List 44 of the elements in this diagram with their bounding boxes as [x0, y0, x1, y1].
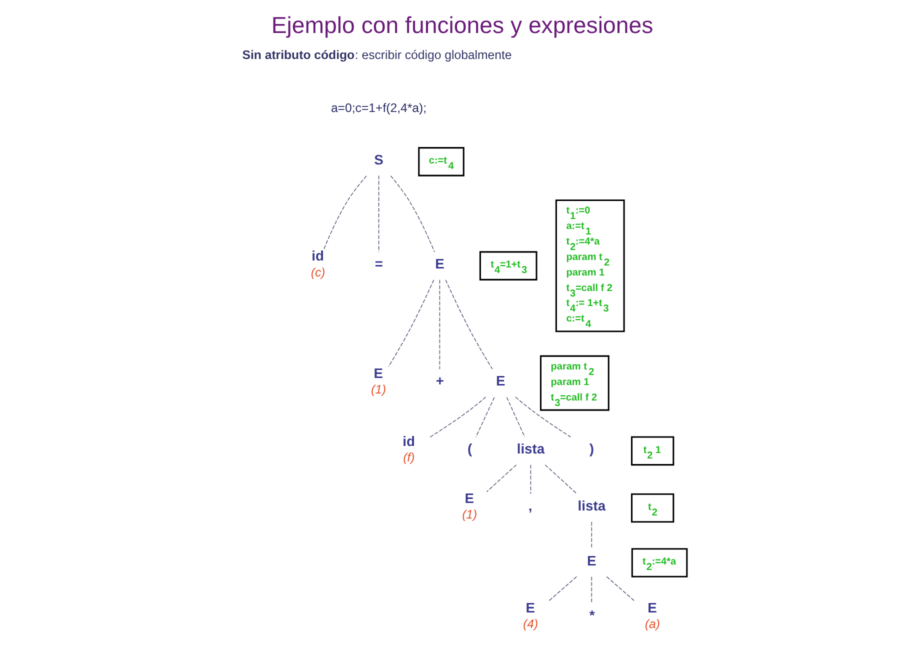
node-label: (f)	[403, 450, 415, 465]
connector	[591, 576, 592, 604]
connector	[515, 396, 572, 438]
connector	[476, 396, 495, 438]
connector	[323, 175, 367, 250]
node-text: S	[374, 151, 384, 168]
node-text: id	[402, 432, 416, 449]
connector	[548, 576, 577, 602]
node-label: (1)	[371, 382, 386, 397]
node-text: =	[374, 255, 384, 272]
node-text: lista	[578, 498, 606, 514]
connector	[486, 464, 517, 492]
node-text: E	[374, 364, 384, 381]
node-text: lista	[516, 440, 545, 457]
node-label: (a)	[644, 617, 660, 632]
connector	[430, 396, 486, 438]
label: a=0;c=1+f(2,4*a);	[330, 101, 427, 116]
connector	[530, 464, 532, 494]
node-text: E	[648, 599, 657, 616]
node-label: (1)	[462, 508, 478, 522]
connector	[388, 280, 434, 368]
node-text: )	[589, 440, 594, 457]
connector	[591, 522, 592, 549]
node-text: ,	[528, 498, 532, 514]
node-text: +	[436, 372, 444, 389]
node-text: E	[526, 599, 535, 616]
node-text: E	[496, 372, 506, 389]
node-text: E	[435, 255, 444, 272]
node-text: *	[589, 607, 595, 624]
connector	[445, 280, 493, 370]
node-text: (	[467, 440, 472, 457]
node-text: id	[312, 248, 324, 264]
diagram-title: Ejemplo con funciones y expresiones	[271, 12, 654, 38]
connector	[506, 396, 526, 438]
node-text: E	[464, 490, 474, 506]
node-label: (c)	[310, 265, 326, 280]
connector	[544, 464, 578, 494]
connector	[606, 576, 636, 602]
node-text: E	[587, 552, 596, 568]
connector	[378, 175, 380, 252]
node-label: (4)	[523, 617, 538, 632]
connector	[390, 176, 435, 252]
label: Sin atributo código: escribir código globalmente	[242, 48, 512, 62]
connector	[439, 279, 440, 370]
